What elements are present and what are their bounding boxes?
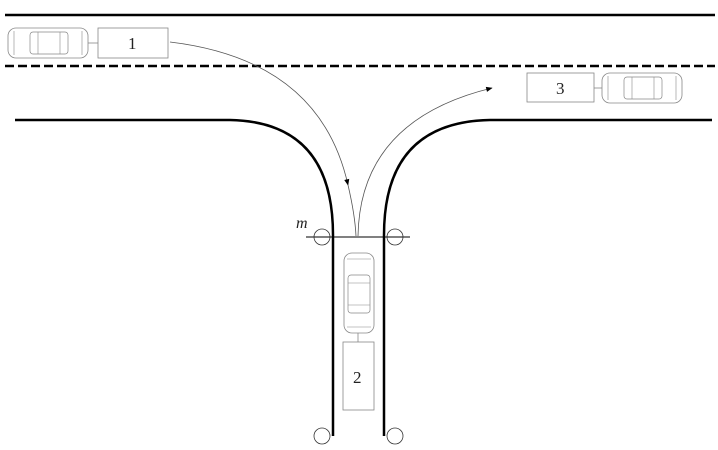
trailer-box [342, 341, 375, 411]
marker-circle [313, 427, 331, 445]
vehicle-3-label: 3 [556, 79, 565, 98]
vehicle-2: 2 [342, 252, 375, 411]
road-edge-left [15, 118, 335, 436]
trajectory-arrow-1 [169, 41, 350, 186]
marker-circle [386, 228, 404, 246]
trailer-box [97, 27, 169, 59]
car-icon [7, 27, 89, 59]
car-icon [601, 72, 683, 104]
trailer-box [526, 72, 595, 103]
car-icon [343, 252, 375, 334]
trajectory-arrow-3 [357, 86, 493, 237]
line-m-label: m [296, 215, 308, 232]
trajectory-line-1 [347, 184, 357, 237]
vehicle-1-label: 1 [128, 34, 137, 53]
vehicle-1: 1 [7, 27, 169, 59]
marker-circle [386, 427, 404, 445]
vehicle-2-label: 2 [353, 368, 362, 387]
vehicle-3: 3 [526, 72, 683, 104]
marker-circle [313, 228, 331, 246]
road-edge-right [382, 118, 712, 436]
